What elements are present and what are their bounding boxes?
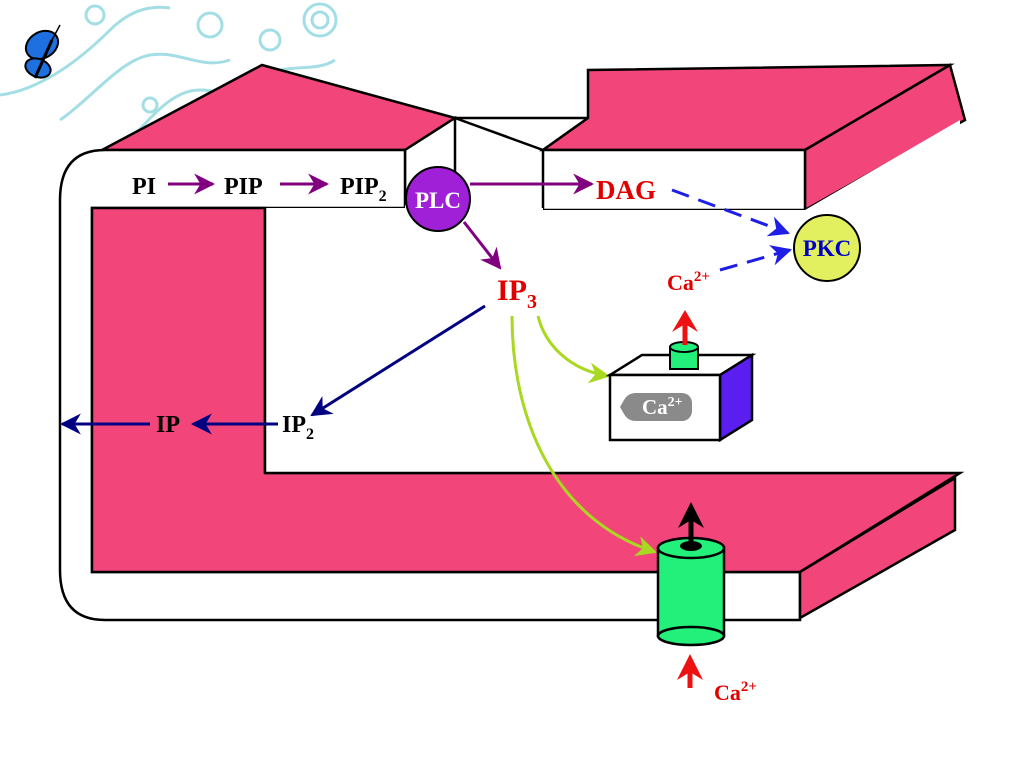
label-pkc: PKC <box>803 236 852 261</box>
arrow-plc-to-ip3 <box>462 221 502 270</box>
label-ca-out: Ca2+ <box>714 679 757 705</box>
label-dag: DAG <box>596 175 656 205</box>
label-plc: PLC <box>415 188 461 213</box>
ca-influx-arrow <box>677 654 703 688</box>
label-pip2: PIP2 <box>340 174 387 205</box>
butterfly-icon <box>24 24 61 79</box>
arrow-ca-to-pkc <box>719 245 793 272</box>
channel-up-arrow <box>678 502 704 544</box>
ca-store-pill <box>636 393 692 421</box>
label-pip: PIP <box>224 174 263 200</box>
arrow-ip3-to-er <box>536 315 611 384</box>
arrow-dag-to-pkc <box>671 188 790 237</box>
calcium-channel <box>656 536 726 647</box>
label-ca-pkc: Ca2+ <box>667 269 710 295</box>
er-release-arrow <box>672 310 698 345</box>
arrow-ip3-to-ip2 <box>310 304 486 417</box>
arrow-ip3-to-channel <box>510 315 657 557</box>
pkc-enzyme <box>793 214 861 282</box>
label-ip2: IP2 <box>282 412 314 443</box>
label-ip: IP <box>156 412 180 438</box>
label-pi: PI <box>132 174 156 200</box>
label-ca-store: Ca2+ <box>642 395 683 419</box>
label-ip3: IP3 <box>497 274 537 313</box>
plc-enzyme <box>405 166 471 232</box>
er-calcium-store <box>605 341 757 443</box>
